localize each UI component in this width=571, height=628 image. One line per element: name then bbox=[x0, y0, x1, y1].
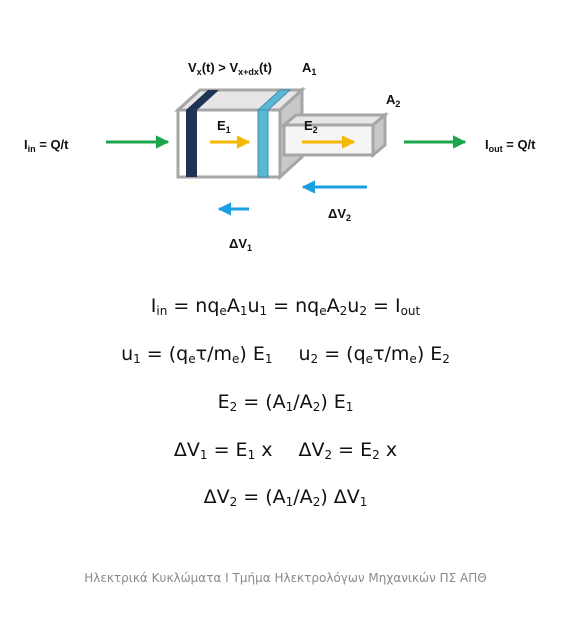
equation-text: ) E bbox=[320, 391, 346, 413]
equation-voltage-ratio: ΔV2 = (A1/A2) ΔV1 bbox=[0, 486, 571, 509]
equation-subscript: e bbox=[319, 304, 327, 318]
equation-subscript: in bbox=[156, 304, 168, 318]
equation-text: u bbox=[247, 295, 260, 317]
cross-section-band-x-top bbox=[186, 90, 219, 110]
equation-text: u bbox=[121, 343, 134, 365]
equation-text: ) E bbox=[416, 343, 443, 365]
equation-text: /A bbox=[293, 391, 313, 413]
small-conductor-section bbox=[279, 111, 390, 159]
equation-text: ΔV bbox=[173, 439, 200, 461]
cross-section-band-x-dx-top bbox=[256, 89, 292, 111]
voltage-drop-2-label: ΔV2 bbox=[328, 206, 351, 223]
field-e1-label: E1 bbox=[217, 118, 231, 135]
equation-subscript: 1 bbox=[199, 448, 208, 462]
field-e2-label: E2 bbox=[304, 118, 318, 135]
equation-text: ) ΔV bbox=[320, 486, 360, 508]
equation-subscript: 1 bbox=[133, 352, 141, 366]
large-conductor-section bbox=[174, 86, 306, 181]
equation-subscript: 1 bbox=[345, 400, 354, 414]
equation-subscript: 2 bbox=[372, 448, 380, 462]
equation-subscript: 2 bbox=[312, 495, 321, 509]
equation-subscript: 2 bbox=[229, 495, 238, 509]
footer-course-credit: Ηλεκτρικά Κυκλώματα Ι Τμήμα Ηλεκτρολόγων… bbox=[84, 571, 487, 585]
equation-text: u bbox=[347, 295, 360, 317]
equation-text: = nq bbox=[267, 295, 320, 317]
equation-text: τ/m bbox=[195, 343, 232, 365]
equation-text: = I bbox=[366, 295, 401, 317]
equation-text: u bbox=[298, 343, 311, 365]
equation-text: = (q bbox=[140, 343, 189, 365]
equation-subscript: 2 bbox=[339, 304, 348, 318]
equation-text: /A bbox=[293, 486, 313, 508]
equation-current-continuity: Iin = nqeA1u1 = nqeA2u2 = Iout bbox=[0, 295, 571, 318]
conductor-diagram: Iin = Q/t Iout = Q/t Vx(t) > Vx+dx(t) A1… bbox=[24, 60, 536, 253]
equation-subscript: e bbox=[232, 352, 240, 366]
voltage-drop-1-label: ΔV1 bbox=[229, 236, 252, 253]
equation-text: = E bbox=[207, 439, 248, 461]
equation-subscript: 1 bbox=[264, 352, 273, 366]
equation-subscript: 2 bbox=[312, 400, 321, 414]
voltage-condition-label: Vx(t) > Vx+dx(t) bbox=[188, 60, 272, 77]
equation-subscript: 2 bbox=[310, 352, 319, 366]
cross-section-band-x-dx bbox=[257, 109, 269, 178]
equation-subscript: 1 bbox=[285, 400, 294, 414]
equation-text: x bbox=[379, 439, 398, 461]
current-out-label: Iout = Q/t bbox=[485, 137, 536, 154]
cross-section-band-x bbox=[186, 110, 197, 177]
equation-text: = (A bbox=[237, 486, 286, 508]
equation-text: ΔV bbox=[203, 486, 230, 508]
equation-subscript: 1 bbox=[285, 495, 294, 509]
equation-subscript: e bbox=[409, 352, 417, 366]
equation-subscript: 2 bbox=[229, 400, 238, 414]
equation-subscript: e bbox=[365, 352, 374, 366]
equation-subscript: 1 bbox=[259, 304, 268, 318]
equation-text: = (A bbox=[237, 391, 286, 413]
equation-text: A bbox=[326, 295, 340, 317]
equation-subscript: 1 bbox=[239, 304, 248, 318]
equation-text: ΔV bbox=[298, 439, 325, 461]
equation-subscript: 1 bbox=[359, 495, 368, 509]
equation-subscript: e bbox=[219, 304, 227, 318]
equation-text: A bbox=[226, 295, 240, 317]
equation-text: x bbox=[255, 439, 273, 461]
equation-text: ) E bbox=[239, 343, 265, 365]
equation-field-ratio: E2 = (A1/A2) E1 bbox=[0, 391, 571, 414]
equation-subscript: 2 bbox=[442, 352, 450, 366]
equation-text: I bbox=[150, 295, 157, 317]
equation-text: τ/m bbox=[373, 343, 410, 365]
area-a1-label: A1 bbox=[302, 60, 316, 77]
equation-subscript: out bbox=[400, 304, 421, 318]
equation-text: = nq bbox=[167, 295, 220, 317]
area-a2-label: A2 bbox=[386, 92, 400, 109]
current-in-label: Iin = Q/t bbox=[24, 137, 69, 154]
equation-text: = E bbox=[332, 439, 373, 461]
equation-text: = (q bbox=[318, 343, 366, 365]
equation-subscript: 2 bbox=[359, 304, 367, 318]
equation-text: E bbox=[217, 391, 230, 413]
equation-subscript: e bbox=[188, 352, 196, 366]
small-box-front-face bbox=[282, 123, 375, 157]
equation-subscript: 1 bbox=[247, 448, 256, 462]
equation-subscript: 2 bbox=[324, 448, 333, 462]
